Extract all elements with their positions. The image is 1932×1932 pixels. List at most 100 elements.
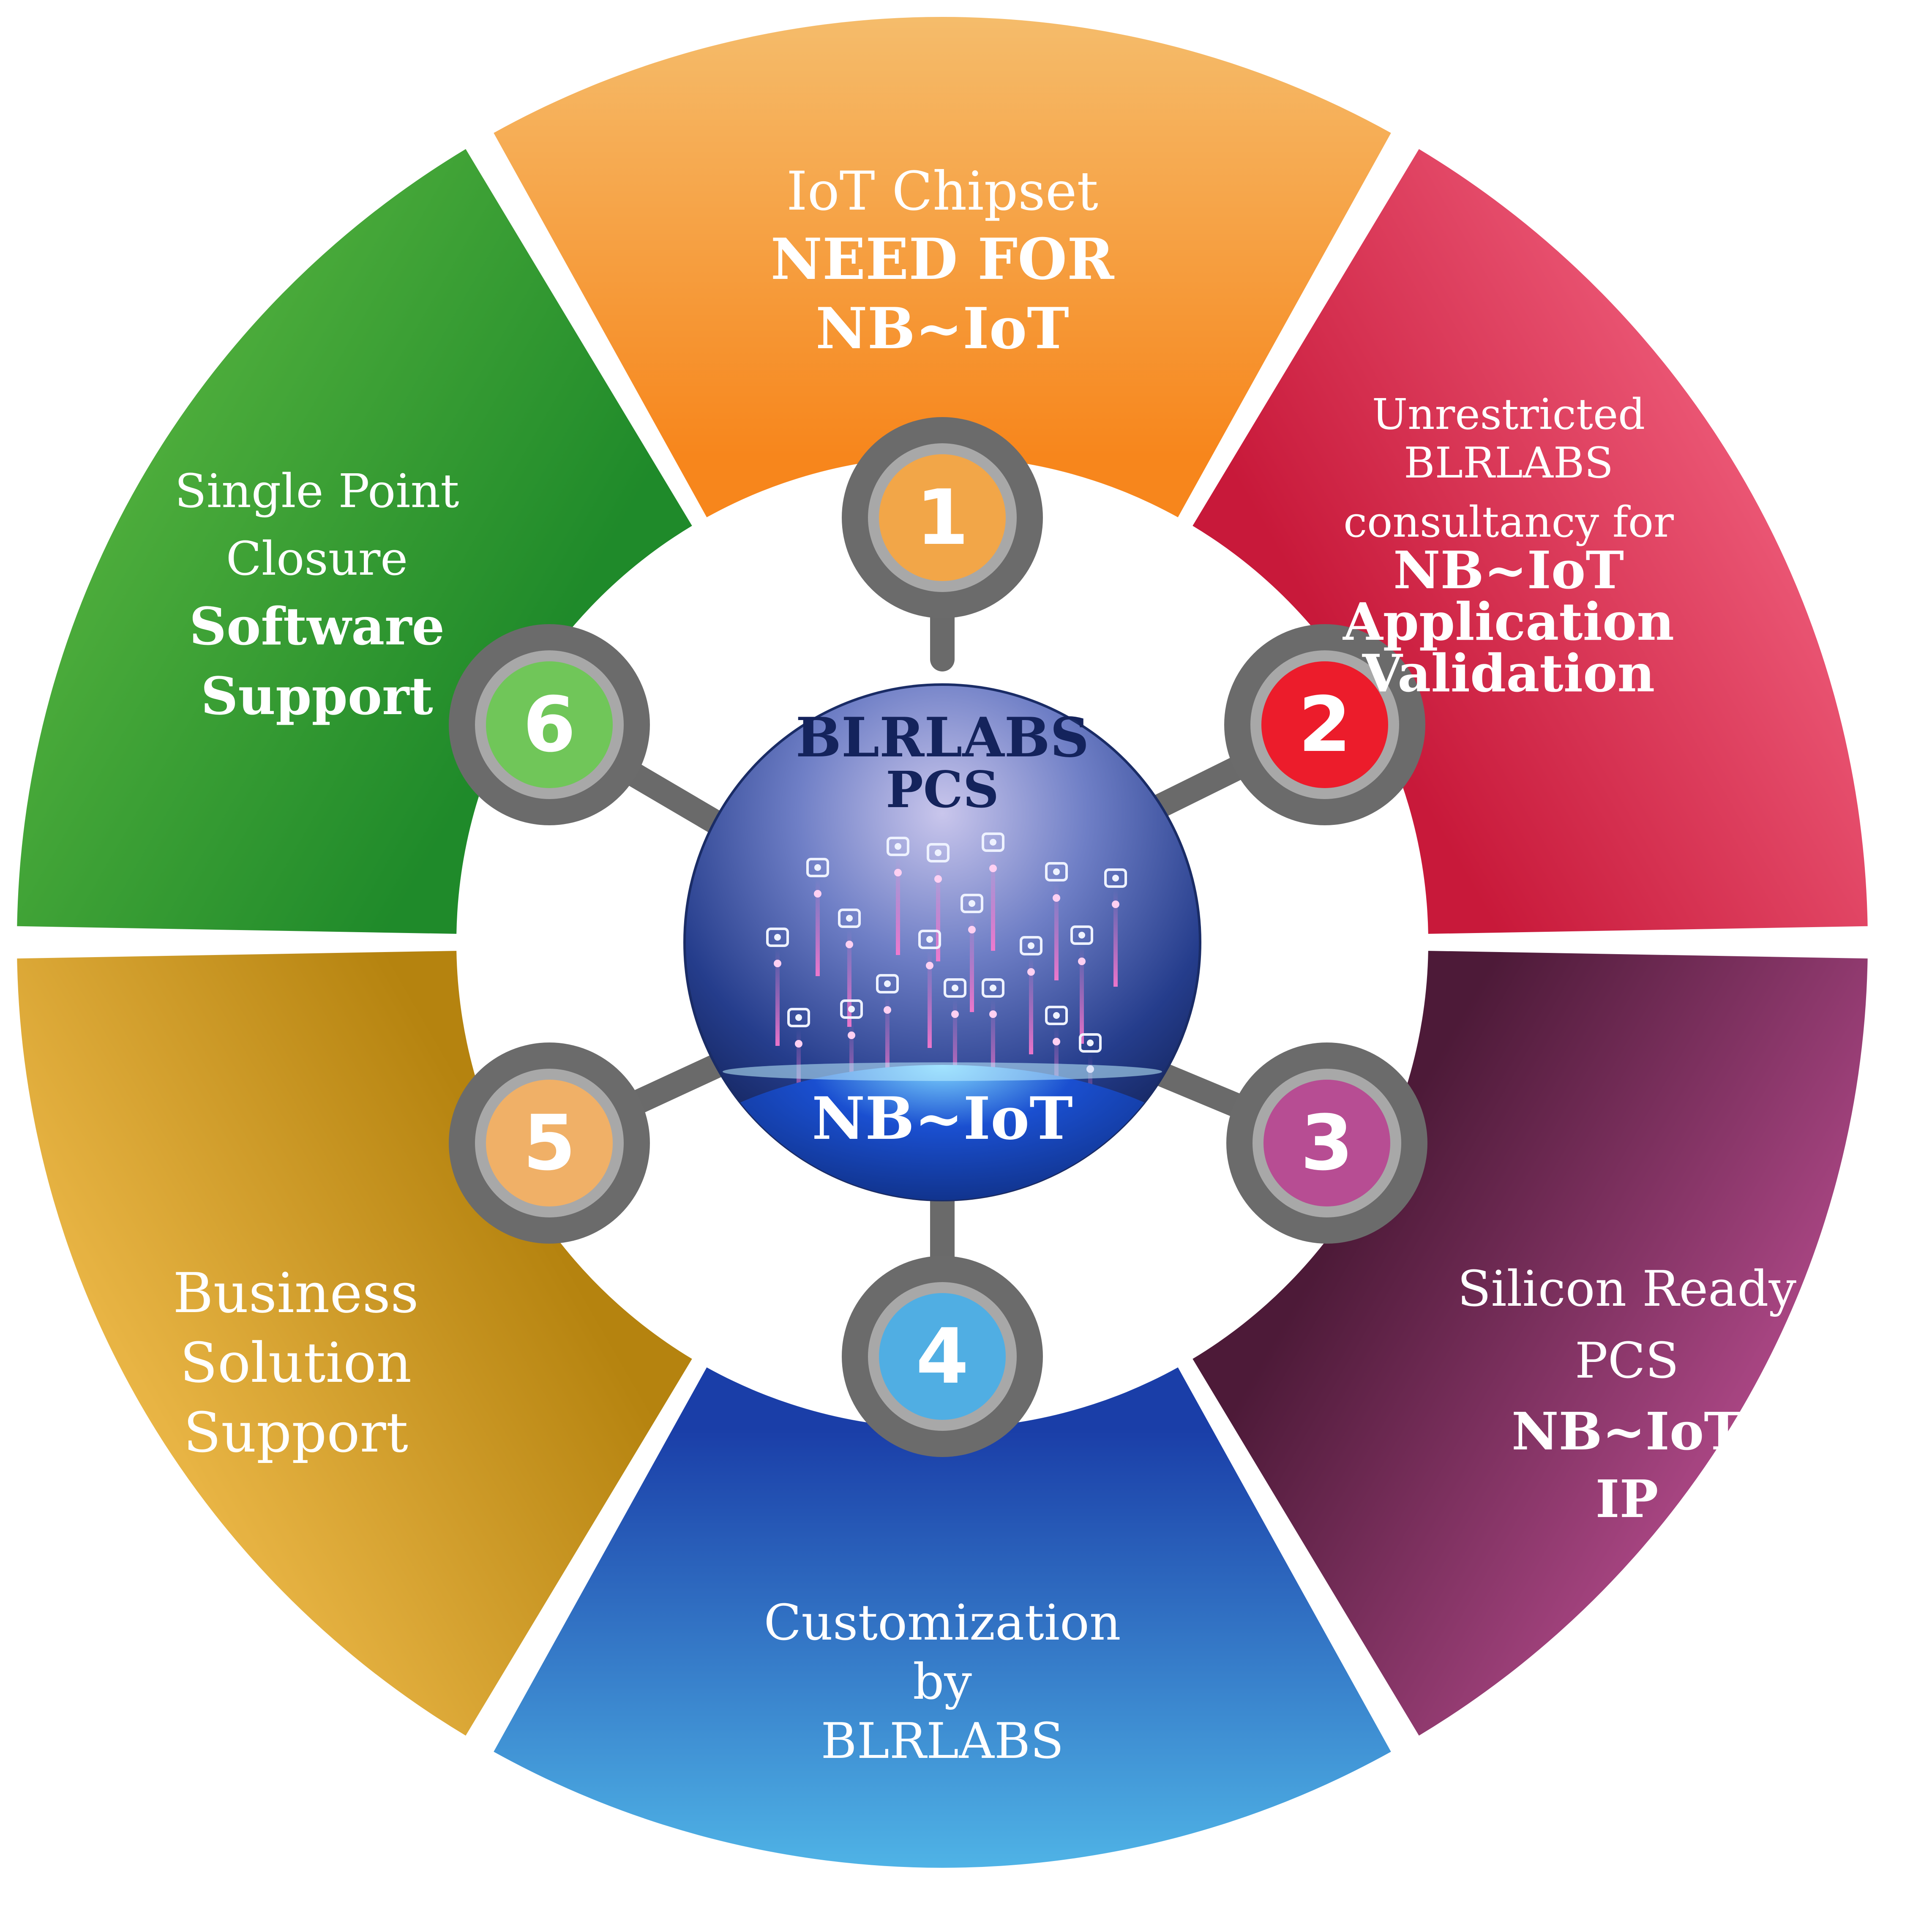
node-6: 6: [449, 624, 650, 825]
globe-icon: [918, 930, 941, 949]
number-nodes: 1 2 3 4 5 6: [449, 417, 1427, 1457]
segment-2-line-4: NB~IoT: [1393, 540, 1624, 600]
node-3: 3: [1226, 1042, 1427, 1244]
node-circle-5: [486, 1080, 613, 1206]
fridge-icon: [840, 999, 863, 1019]
signal-beam: [928, 951, 932, 1048]
signal-beam: [847, 930, 851, 1027]
signal-dot: [951, 1010, 959, 1018]
camera-icon: [927, 843, 950, 862]
node-number-5: 5: [523, 1099, 576, 1187]
cloud-icon: [1045, 862, 1068, 881]
signal-dot: [934, 875, 942, 883]
segment-3-line-1: Silicon Ready: [1457, 1261, 1797, 1318]
node-circle-2: [1261, 661, 1388, 788]
node-5: 5: [449, 1042, 650, 1244]
signal-dot: [884, 1006, 891, 1014]
location-pin-icon: [944, 978, 966, 998]
building-icon: [806, 858, 829, 877]
wifi-icon: [838, 909, 861, 928]
center-title-line2: PCS: [886, 760, 999, 819]
node-circle-1: [879, 454, 1006, 581]
signal-beam: [1113, 890, 1118, 987]
segment-3: [1192, 951, 1868, 1736]
signal-dot: [926, 962, 933, 969]
signal-beam: [970, 915, 974, 1012]
segment-6-line-4: Support: [201, 666, 433, 726]
signal-dot: [1078, 958, 1086, 965]
fan-icon: [1070, 925, 1093, 945]
segment-4-line-1: Customization: [764, 1594, 1121, 1651]
signal-dot: [1027, 968, 1035, 976]
node-circle-3: [1263, 1080, 1390, 1206]
segment-5: [17, 951, 692, 1736]
iot-icons: [766, 832, 1127, 1053]
headphones-icon: [1079, 1033, 1102, 1053]
signal-beam: [896, 858, 900, 955]
segment-2-line-3: consultancy for: [1343, 497, 1674, 547]
signal-dot: [848, 1031, 855, 1039]
laptop-icon: [1045, 1006, 1068, 1025]
node-number-3: 3: [1300, 1099, 1353, 1187]
segment-1-line-1: IoT Chipset: [786, 160, 1098, 222]
signal-dot: [1112, 901, 1119, 908]
signal-beam: [1029, 957, 1033, 1054]
signal-beam: [885, 995, 890, 1092]
signal-dot: [1053, 894, 1060, 902]
cart-icon: [1020, 936, 1042, 955]
signal-dot: [989, 1010, 997, 1018]
node-number-4: 4: [916, 1313, 969, 1401]
signal-dot: [846, 941, 853, 948]
segment-2-line-2: BLRLABS: [1404, 438, 1613, 488]
node-circle-4: [879, 1293, 1006, 1420]
segment-2-line-5: Application: [1343, 591, 1674, 652]
signal-beam: [953, 999, 957, 1097]
node-number-6: 6: [523, 681, 576, 769]
segment-4-line-2: by: [913, 1654, 972, 1711]
signal-dot: [968, 926, 976, 933]
center-globe: BLRLABS PCS NB~IoT: [683, 683, 1201, 1201]
node-number-2: 2: [1298, 681, 1351, 769]
signal-beam: [775, 949, 780, 1046]
cctv-icon: [961, 894, 983, 913]
segment-6-line-3: Software: [189, 596, 445, 657]
segment-2-line-1: Unrestricted: [1372, 390, 1645, 439]
segment-3-line-2: PCS: [1575, 1332, 1679, 1389]
segment-2: [1192, 149, 1868, 934]
node-1: 1: [842, 417, 1043, 618]
segment-5-line-1: Business: [173, 1261, 419, 1325]
segments-layer: [17, 17, 1868, 1868]
signal-beam: [991, 999, 995, 1097]
node-2: 2: [1224, 624, 1425, 825]
signal-beam: [1080, 947, 1084, 1044]
signal-beam: [936, 864, 940, 961]
segment-3-line-4: IP: [1596, 1468, 1659, 1529]
bulb-icon: [876, 974, 899, 993]
signal-beam: [1054, 883, 1059, 980]
router-icon: [787, 1008, 810, 1027]
center-title-line1: BLRLABS: [796, 706, 1089, 770]
car-icon: [982, 832, 1004, 852]
segment-4-line-3: BLRLABS: [821, 1713, 1064, 1770]
segment-2-line-6: Validation: [1362, 643, 1655, 704]
signal-dot: [814, 890, 821, 898]
printer-icon: [766, 928, 789, 947]
segment-6: [17, 149, 692, 934]
signal-dot: [774, 960, 781, 967]
segment-6-line-2: Closure: [226, 532, 408, 586]
segment-3-line-3: NB~IoT: [1512, 1401, 1742, 1462]
monitor-icon: [982, 978, 1004, 998]
segment-1: [494, 17, 1391, 518]
segment-5-line-3: Support: [183, 1400, 408, 1465]
signal-dot: [795, 1040, 802, 1048]
node-circle-6: [486, 661, 613, 788]
segment-5-line-2: Solution: [180, 1331, 412, 1395]
